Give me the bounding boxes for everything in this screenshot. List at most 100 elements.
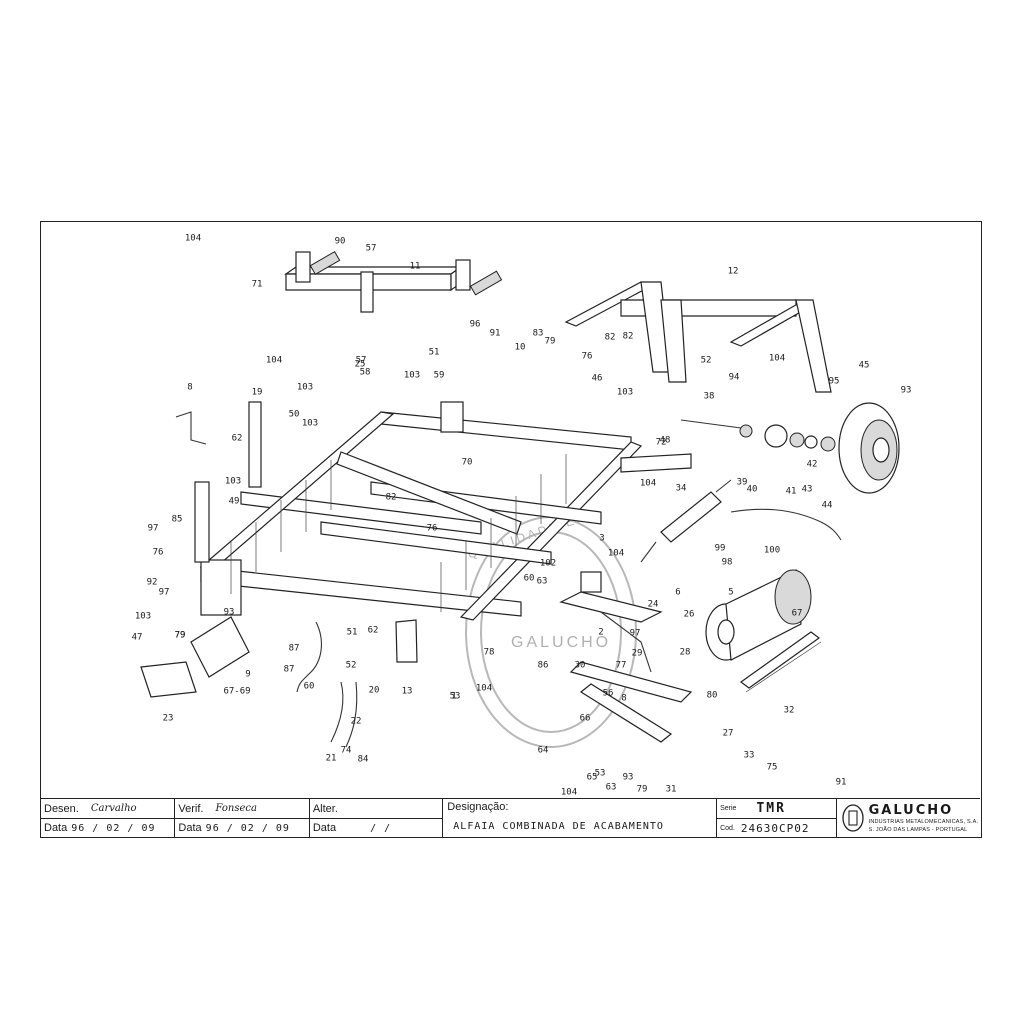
hitch-frame: [284, 250, 503, 313]
part-callout-87: 87: [289, 644, 300, 654]
hydraulic-cylinder: [660, 479, 842, 543]
leveling-board: [739, 631, 822, 693]
part-callout-48: 48: [660, 436, 671, 446]
part-callout-97: 97: [630, 629, 641, 639]
part-callout-57: 57: [366, 244, 377, 254]
part-callout-45: 45: [859, 361, 870, 371]
part-callout-29: 29: [632, 649, 643, 659]
part-callout-27: 27: [723, 729, 734, 739]
front-parts: [140, 401, 418, 748]
part-callout-95: 95: [829, 377, 840, 387]
part-callout-33: 33: [744, 751, 755, 761]
part-callout-102: 102: [540, 559, 556, 569]
center-linkage: [559, 541, 693, 743]
part-callout-26: 26: [684, 610, 695, 620]
watermark-center-text: GALUCHO: [511, 634, 611, 651]
desen-signature: Carvalho: [90, 803, 137, 814]
part-callout-104: 104: [185, 234, 201, 244]
part-callout-51: 51: [429, 348, 440, 358]
part-callout-23: 23: [163, 714, 174, 724]
part-callout-59: 59: [434, 371, 445, 381]
part-callout-79: 79: [175, 631, 186, 641]
part-callout-79: 79: [545, 337, 556, 347]
part-callout-93: 93: [623, 773, 634, 783]
designacao-label: Designação:: [447, 801, 509, 813]
part-callout-103: 103: [135, 612, 151, 622]
part-callout-50: 50: [289, 410, 300, 420]
crumbler-roller: [705, 569, 812, 661]
part-callout-39: 39: [737, 478, 748, 488]
company-name: INDUSTRIAS METALOMECANICAS, S.A.: [868, 818, 979, 825]
part-callout-104: 104: [640, 479, 656, 489]
part-callout-43: 43: [802, 485, 813, 495]
part-callout-42: 42: [807, 460, 818, 470]
part-callout-80: 80: [707, 691, 718, 701]
part-callout-10: 10: [515, 343, 526, 353]
desen-label: Desen.: [44, 802, 79, 815]
part-callout-62: 62: [368, 626, 379, 636]
part-callout-92: 92: [147, 578, 158, 588]
part-callout-76: 76: [582, 352, 593, 362]
part-callout-82: 82: [386, 493, 397, 503]
part-callout-65: 65: [587, 773, 598, 783]
part-callout-104: 104: [476, 684, 492, 694]
title-block: Desen. Carvalho Data 96 / 02 / 09 Verif. Fo…: [41, 798, 980, 837]
part-callout-58: 58: [360, 368, 371, 378]
part-callout-100: 100: [764, 546, 780, 556]
part-callout-103: 103: [404, 371, 420, 381]
part-callout-84: 84: [358, 755, 369, 765]
part-callout-86: 86: [538, 661, 549, 671]
part-callout-28: 28: [680, 648, 691, 658]
part-callout-77: 77: [616, 661, 627, 671]
part-callout-93: 93: [901, 386, 912, 396]
part-callout-94: 94: [729, 373, 740, 383]
main-chassis: [199, 401, 692, 621]
part-callout-66: 66: [580, 714, 591, 724]
alteration-cell: Alter. Data/ /: [309, 799, 444, 837]
part-callout-8: 8: [621, 694, 626, 704]
verif-label: Verif.: [178, 802, 204, 815]
part-callout-70: 70: [462, 458, 473, 468]
part-callout-34: 34: [676, 484, 687, 494]
alter-label: Alter.: [312, 802, 338, 815]
part-callout-3: 3: [599, 534, 604, 544]
part-callout-47: 47: [132, 633, 143, 643]
part-callout-5: 5: [728, 588, 733, 598]
part-callout-24: 24: [648, 600, 659, 610]
designation-cell: Designação: ALFAIA COMBINADA DE ACABAMEN…: [443, 799, 718, 837]
part-callout-41: 41: [786, 487, 797, 497]
part-callout-103: 103: [297, 383, 313, 393]
part-callout-22: 22: [351, 717, 362, 727]
data-label-2: Data: [178, 822, 202, 834]
data-value-1: 96 / 02 / 09: [71, 822, 156, 834]
serie-value: TMR: [756, 801, 786, 816]
part-callout-21: 21: [326, 754, 337, 764]
serie-label: Serie: [720, 805, 737, 812]
verif-signature: Fonseca: [215, 803, 257, 814]
part-callout-51: 51: [347, 628, 358, 638]
part-callout-1: 1: [451, 692, 456, 702]
part-callout-97: 97: [148, 524, 159, 534]
part-callout-53: 53: [450, 692, 461, 702]
designacao-value: ALFAIA COMBINADA DE ACABAMENTO: [453, 821, 664, 832]
part-callout-97: 97: [159, 588, 170, 598]
part-callout-60: 60: [304, 682, 315, 692]
part-callout-12: 12: [728, 267, 739, 277]
part-callout-64: 64: [538, 746, 549, 756]
part-callout-40: 40: [747, 485, 758, 495]
data-value-3: / /: [370, 822, 392, 834]
part-callout-53: 53: [595, 769, 606, 779]
company-block: GALUCHO INDUSTRIAS METALOMECANICAS, S.A.…: [837, 799, 980, 837]
part-callout-78: 78: [484, 648, 495, 658]
part-callout-103: 103: [225, 477, 241, 487]
part-callout-44: 44: [822, 501, 833, 511]
part-callout-71: 71: [252, 280, 263, 290]
rear-frame: [564, 281, 832, 393]
part-callout-87: 87: [284, 665, 295, 675]
part-callout-30: 30: [575, 661, 586, 671]
part-callout-56: 56: [603, 689, 614, 699]
